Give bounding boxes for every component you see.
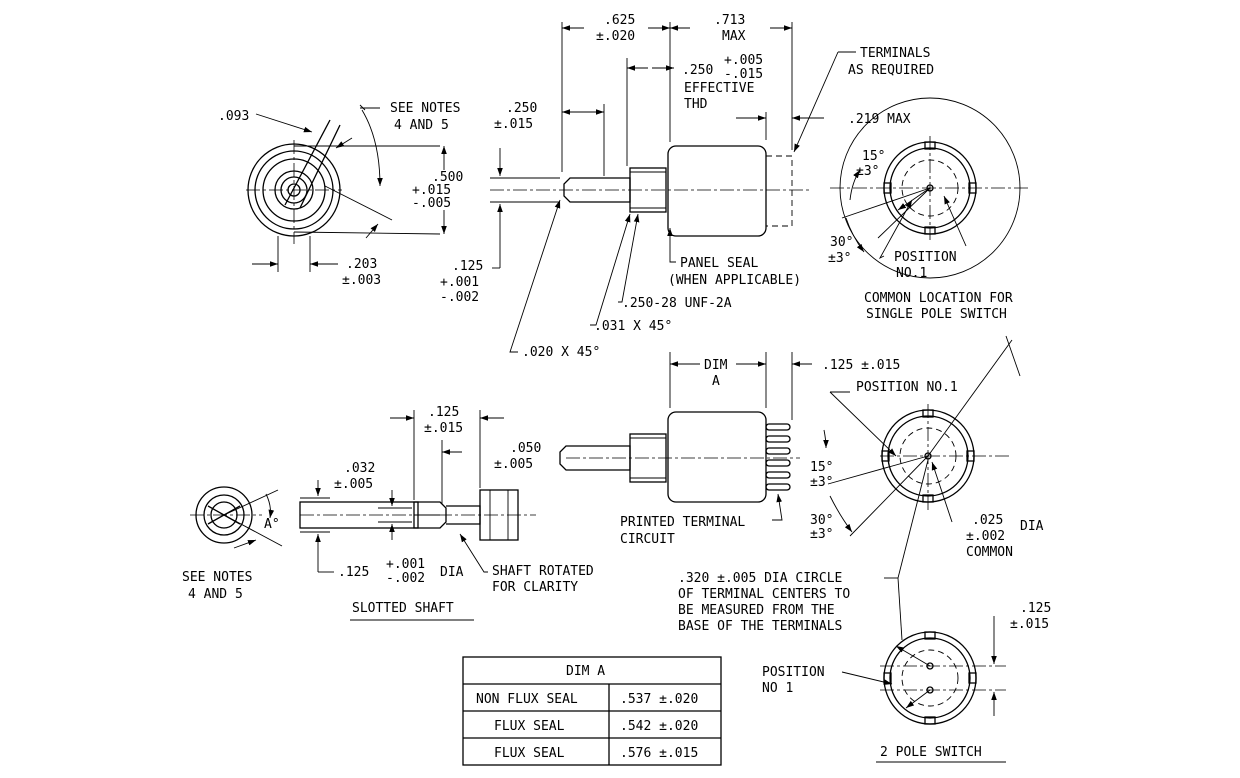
dim-a-label-2: A bbox=[712, 374, 720, 389]
table-row-1-label: NON FLUX SEAL bbox=[476, 692, 578, 707]
dim-a-table: DIM A NON FLUX SEAL .537 ±.020 FLUX SEAL… bbox=[462, 656, 722, 766]
top-position-label-1: POSITION bbox=[894, 250, 957, 265]
see-notes-top-2: 4 AND 5 bbox=[394, 118, 449, 133]
mid-terminal-pins bbox=[765, 423, 791, 491]
mid-side-view bbox=[559, 352, 812, 521]
dim-219: .219 MAX bbox=[848, 112, 911, 127]
chamfer-031-label: .031 X 45° bbox=[594, 319, 672, 334]
top-angle-15-tol: ±3° bbox=[856, 164, 879, 179]
dim-625-tol: ±.020 bbox=[596, 29, 635, 44]
slot-dia-125: .125 bbox=[338, 565, 369, 580]
top-angle-30: 30° bbox=[830, 235, 853, 250]
printed-terminal-2: CIRCUIT bbox=[620, 532, 675, 547]
slot-see-notes-1: SEE NOTES bbox=[182, 570, 252, 585]
table-row-3-value: .576 ±.015 bbox=[620, 746, 698, 761]
two-pole-dim-125-tol: ±.015 bbox=[1010, 617, 1049, 632]
terminals-label-2: AS REQUIRED bbox=[848, 63, 934, 78]
two-pole-dim-125: .125 bbox=[1020, 601, 1051, 616]
table-row-2-value: .542 ±.020 bbox=[620, 719, 698, 734]
chamfer-020-label: .020 X 45° bbox=[522, 345, 600, 360]
mid-terminal-view bbox=[823, 339, 1013, 641]
panel-seal-label: PANEL SEAL bbox=[680, 256, 758, 271]
slot-dim-125-tol: ±.015 bbox=[424, 421, 463, 436]
dim-500-minus: -.005 bbox=[412, 196, 451, 211]
slot-dia-label: DIA bbox=[440, 565, 464, 580]
top-angle-30-tol: ±3° bbox=[828, 251, 851, 266]
dim-500-plus: +.015 bbox=[412, 183, 451, 198]
shaft-rotated-2: FOR CLARITY bbox=[492, 580, 578, 595]
slot-dia-125-minus: -.002 bbox=[386, 571, 425, 586]
dim-625: .625 bbox=[604, 13, 635, 28]
table-header: DIM A bbox=[566, 664, 605, 679]
dim-713: .713 bbox=[714, 13, 745, 28]
slot-dia-125-plus: +.001 bbox=[386, 557, 425, 572]
mid-angle-15-tol: ±3° bbox=[810, 475, 833, 490]
two-pole-position-1: POSITION bbox=[762, 665, 825, 680]
dim-250-eff-minus: -.015 bbox=[724, 67, 763, 82]
dim-125-top-plus: +.001 bbox=[440, 275, 479, 290]
top-side-view bbox=[490, 22, 856, 353]
common-location-1: COMMON LOCATION FOR bbox=[864, 291, 1013, 306]
dim-125-top: .125 bbox=[452, 259, 483, 274]
dim-250-eff-plus: +.005 bbox=[724, 53, 763, 68]
top-angle-15: 15° bbox=[862, 149, 885, 164]
slot-dim-032-tol: ±.005 bbox=[334, 477, 373, 492]
see-notes-top-1: SEE NOTES bbox=[390, 101, 460, 116]
thd-label: THD bbox=[684, 97, 708, 112]
mid-angle-15: 15° bbox=[810, 460, 833, 475]
slotted-shaft-title: SLOTTED SHAFT bbox=[352, 601, 454, 616]
mid-dim-125: .125 ±.015 bbox=[822, 358, 900, 373]
slot-dim-032: .032 bbox=[344, 461, 375, 476]
circle-note-4: BASE OF THE TERMINALS bbox=[678, 619, 842, 634]
slot-dim-050: .050 bbox=[510, 441, 541, 456]
dia-025: .025 bbox=[972, 513, 1003, 528]
dim-093: .093 bbox=[218, 109, 249, 124]
slot-dim-050-tol: ±.005 bbox=[494, 457, 533, 472]
circle-note-2: OF TERMINAL CENTERS TO bbox=[678, 587, 850, 602]
dim-250-tol: ±.015 bbox=[494, 117, 533, 132]
table-row-2-label: FLUX SEAL bbox=[494, 719, 565, 734]
common-label: COMMON bbox=[966, 545, 1013, 560]
top-terminal-view bbox=[830, 97, 1030, 377]
when-applicable-label: (WHEN APPLICABLE) bbox=[668, 273, 801, 288]
printed-terminal-1: PRINTED TERMINAL bbox=[620, 515, 745, 530]
mid-angle-30-tol: ±3° bbox=[810, 527, 833, 542]
two-pole-position-2: NO 1 bbox=[762, 681, 793, 696]
two-pole-view bbox=[841, 616, 1006, 725]
dim-203-tol: ±.003 bbox=[342, 273, 381, 288]
two-pole-title: 2 POLE SWITCH bbox=[880, 745, 982, 760]
top-end-view bbox=[246, 104, 447, 272]
mid-angle-30: 30° bbox=[810, 513, 833, 528]
shaft-rotated-1: SHAFT ROTATED bbox=[492, 564, 594, 579]
slot-angle-a: A° bbox=[264, 517, 280, 532]
dim-a-label: DIM bbox=[704, 358, 728, 373]
slot-see-notes-2: 4 AND 5 bbox=[188, 587, 243, 602]
top-position-label-2: NO.1 bbox=[896, 266, 927, 281]
dim-203: .203 bbox=[346, 257, 377, 272]
circle-note-1: .320 ±.005 DIA CIRCLE bbox=[678, 571, 842, 586]
position-no1-label: POSITION NO.1 bbox=[856, 380, 958, 395]
common-location-2: SINGLE POLE SWITCH bbox=[866, 307, 1007, 322]
slotted-shaft-detail bbox=[190, 410, 536, 573]
effective-label: EFFECTIVE bbox=[684, 81, 754, 96]
dim-250: .250 bbox=[506, 101, 537, 116]
thread-label: .250-28 UNF-2A bbox=[622, 296, 732, 311]
dia-025-dia: DIA bbox=[1020, 519, 1044, 534]
dia-025-tol: ±.002 bbox=[966, 529, 1005, 544]
dim-713-note: MAX bbox=[722, 29, 746, 44]
terminals-label-1: TERMINALS bbox=[860, 46, 930, 61]
dim-125-top-minus: -.002 bbox=[440, 290, 479, 305]
dim-500: .500 bbox=[432, 170, 463, 185]
table-row-1-value: .537 ±.020 bbox=[620, 692, 698, 707]
slot-dim-125: .125 bbox=[428, 405, 459, 420]
circle-note-3: BE MEASURED FROM THE bbox=[678, 603, 835, 618]
table-row-3-label: FLUX SEAL bbox=[494, 746, 565, 761]
dim-250-eff: .250 bbox=[682, 63, 713, 78]
